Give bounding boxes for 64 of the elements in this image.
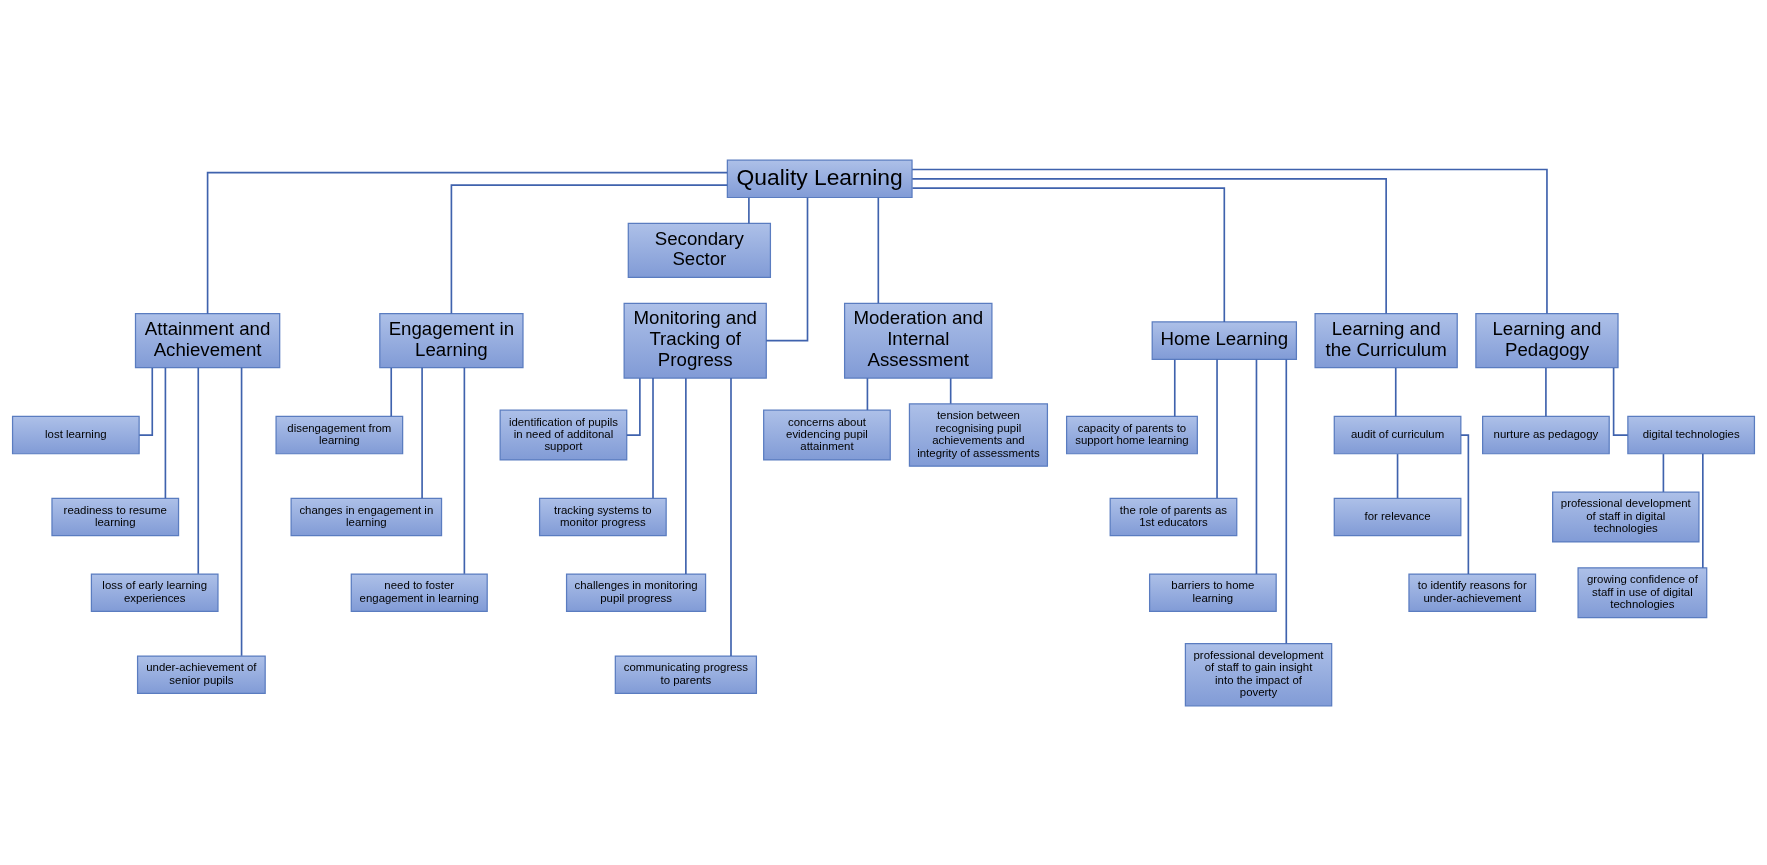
connector: [1255, 358, 1258, 575]
node-box: Learning and the Curriculum: [1314, 312, 1458, 368]
connector: [911, 168, 1548, 314]
node-box: identification of pupils in need of additonal support: [499, 409, 628, 461]
node-box: Attainment and Achievement: [134, 312, 281, 368]
connector: [1216, 358, 1218, 499]
node-box: Learning and Pedagogy: [1475, 312, 1619, 368]
connector: [1285, 358, 1288, 644]
node-box: changes in engagement in learning: [290, 497, 443, 536]
connector: [1173, 358, 1176, 417]
connector: [730, 376, 732, 657]
connector: [748, 196, 750, 224]
connector: [911, 177, 1387, 314]
node-box: to identify reasons for under-achievement: [1408, 572, 1537, 612]
connector: [765, 196, 809, 341]
node-box: Engagement in Learning: [379, 312, 524, 368]
node-box: Moderation and Internal Assessment: [844, 302, 993, 379]
connector: [450, 183, 729, 314]
connector: [390, 366, 393, 417]
connector: [685, 376, 687, 575]
node-box: nurture as pedagogy: [1482, 415, 1610, 454]
connector: [1394, 366, 1397, 417]
node-box: loss of early learning experiences: [90, 572, 219, 612]
node-box: barriers to home learning: [1149, 572, 1277, 612]
connector: [197, 366, 200, 575]
connector: [463, 366, 466, 575]
node-box: growing confidence of staff in use of digital technologies: [1577, 566, 1708, 618]
connector: [138, 366, 154, 436]
node-box: challenges in monitoring pupil progress: [565, 572, 707, 612]
node-box: Home Learning: [1151, 320, 1298, 360]
node-box: tracking systems to monitor progress: [538, 497, 667, 536]
connector: [1396, 452, 1399, 499]
node-box: communicating progress to parents: [614, 654, 758, 694]
node-box: concerns about evidencing pupil attainment: [763, 409, 891, 461]
node-box: the role of parents as 1st educators: [1109, 497, 1238, 536]
connector: [866, 376, 869, 411]
connector: [164, 366, 167, 499]
connector: [949, 376, 952, 404]
connector: [877, 196, 880, 304]
node-box: capacity of parents to support home learning: [1066, 415, 1198, 454]
node-box: for relevance: [1333, 497, 1462, 536]
connector: [626, 376, 641, 436]
connector: [1612, 366, 1629, 436]
node-box: readiness to resume learning: [51, 497, 180, 536]
node-box: Secondary Sector: [627, 222, 772, 278]
connector: [911, 186, 1226, 323]
node-box: Quality Learning: [726, 159, 913, 198]
connector: [240, 366, 243, 656]
node-box: need to foster engagement in learning: [350, 572, 488, 612]
node-box: lost learning: [11, 415, 140, 454]
connector: [1702, 452, 1704, 569]
connector: [1662, 452, 1665, 493]
connector: [1545, 366, 1547, 417]
connector: [652, 376, 654, 499]
node-box: professional development of staff in digital technologies: [1552, 491, 1700, 543]
node-box: disengagement from learning: [275, 415, 404, 454]
node-box: tension between recognising pupil achievements and integrity of assessments: [908, 402, 1049, 467]
node-box: audit of curriculum: [1333, 415, 1462, 454]
node-box: digital technologies: [1627, 415, 1756, 454]
connector: [421, 366, 423, 499]
node-box: Monitoring and Tracking of Progress: [623, 302, 767, 379]
node-box: professional development of staff to gain insight into the impact of poverty: [1184, 642, 1333, 706]
connector: [206, 171, 728, 314]
node-box: under-achievement of senior pupils: [136, 654, 266, 694]
